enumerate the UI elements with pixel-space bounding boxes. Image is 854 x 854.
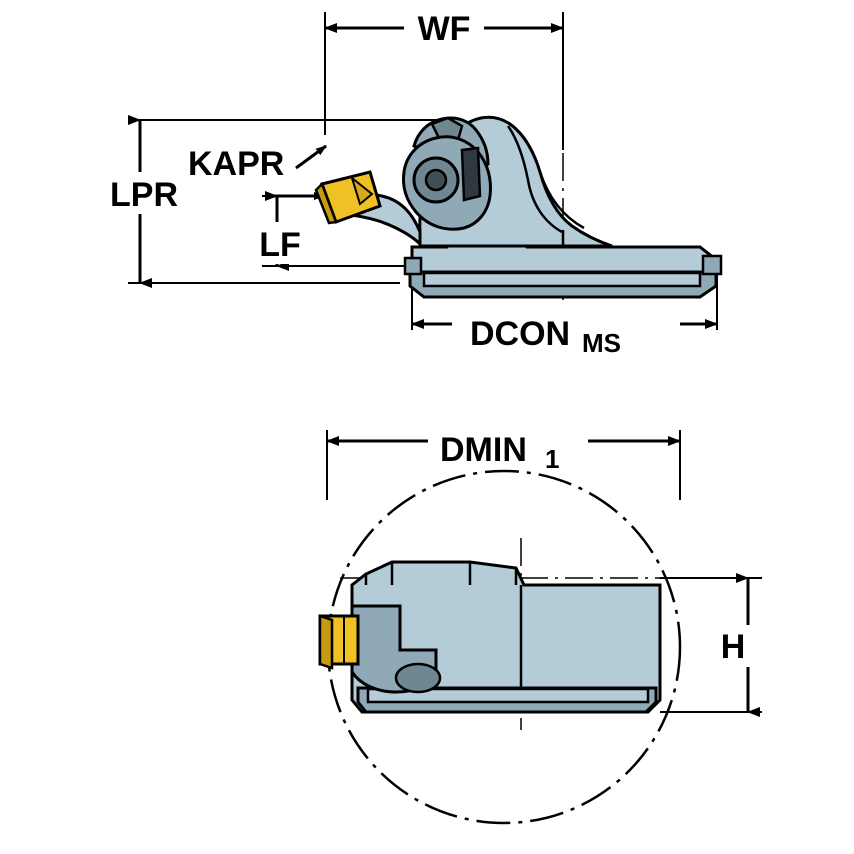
casting-ribs — [506, 125, 585, 247]
label-kapr: KAPR — [188, 145, 284, 183]
label-lpr: LPR — [110, 176, 178, 214]
tool-body-side — [314, 108, 723, 300]
front-body-steps — [364, 562, 518, 585]
shim-strip — [460, 146, 482, 202]
dimension-dmin1: DMIN 1 — [326, 422, 681, 474]
dimension-dcon-ms: DCON MS — [411, 304, 718, 358]
label-dmin: DMIN — [440, 431, 527, 469]
coupling-inner — [422, 271, 702, 288]
tool-body-front — [318, 560, 662, 714]
dimension-kapr: KAPR — [188, 144, 327, 200]
front-insert-edge — [318, 614, 334, 670]
band-tab-right — [701, 254, 723, 276]
dimension-h: H — [712, 573, 760, 717]
label-dmin-sub: 1 — [545, 444, 559, 474]
insert-edge — [314, 181, 338, 225]
band-tab-left — [403, 256, 423, 276]
insert-facet — [350, 175, 374, 206]
label-dcon: DCON — [470, 315, 570, 353]
front-view: DMIN 1 H — [318, 422, 762, 825]
dimension-lf: LF — [246, 191, 314, 271]
dimension-lpr: LPR — [92, 115, 196, 288]
label-dcon-sub: MS — [582, 328, 621, 358]
label-wf-text: WF — [418, 10, 471, 48]
screw-torx-socket — [424, 168, 448, 192]
label-lf: LF — [259, 226, 301, 264]
front-clamp-screw — [394, 662, 442, 694]
label-h: H — [721, 628, 746, 666]
front-coupling-inner — [366, 687, 650, 704]
side-view: WF WF LPR LF KAPR DCO — [92, 10, 723, 358]
